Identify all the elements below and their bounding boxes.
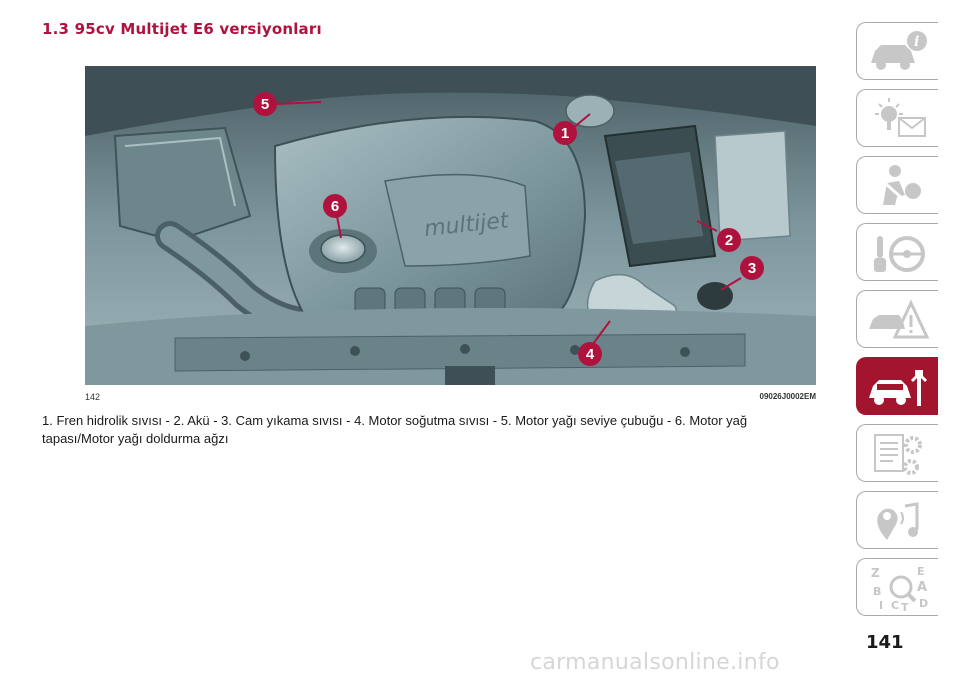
tab-car-info[interactable]: i bbox=[856, 22, 938, 80]
multimedia-icon bbox=[877, 502, 919, 540]
svg-text:T: T bbox=[901, 601, 909, 613]
car-info-icon: i bbox=[871, 31, 927, 70]
car-wrench-icon bbox=[869, 370, 927, 406]
svg-text:2: 2 bbox=[725, 232, 733, 249]
callout-marker-1: 1 bbox=[553, 113, 591, 145]
section-title: 1.3 95cv Multijet E6 versiyonları bbox=[42, 20, 322, 38]
figure-caption: 1. Fren hidrolik sıvısı - 2. Akü - 3. Ca… bbox=[42, 413, 748, 446]
road-warning-icon bbox=[869, 299, 930, 339]
svg-text:4: 4 bbox=[586, 346, 595, 363]
svg-text:1: 1 bbox=[561, 125, 569, 142]
svg-text:I: I bbox=[879, 599, 883, 612]
airbag-seatbelt-icon bbox=[883, 165, 921, 205]
figure-number: 142 bbox=[85, 392, 101, 402]
svg-text:6: 6 bbox=[331, 198, 339, 215]
key-steering-wheel-icon bbox=[874, 236, 925, 272]
svg-text:3: 3 bbox=[748, 260, 756, 277]
watermark: carmanualsonline.info bbox=[530, 650, 780, 675]
tab-road-warning[interactable] bbox=[856, 290, 938, 348]
tab-key-steering[interactable] bbox=[856, 223, 938, 281]
tab-maintenance[interactable] bbox=[856, 357, 938, 415]
svg-text:D: D bbox=[919, 597, 928, 610]
tab-airbag-seatbelt[interactable] bbox=[856, 156, 938, 214]
callout-marker-4: 4 bbox=[578, 320, 611, 366]
warning-lights-icon bbox=[875, 98, 926, 137]
svg-text:Z: Z bbox=[871, 566, 880, 580]
callout-marker-2: 2 bbox=[696, 220, 741, 252]
svg-text:i: i bbox=[914, 34, 919, 50]
svg-text:C: C bbox=[891, 599, 899, 612]
callout-marker-3: 3 bbox=[720, 256, 764, 291]
specs-gear-icon bbox=[874, 434, 922, 475]
tab-specs[interactable] bbox=[856, 424, 938, 482]
callout-marker-5: 5 bbox=[253, 92, 322, 116]
tab-warning-lights[interactable] bbox=[856, 89, 938, 147]
chapter-tabs: i bbox=[856, 22, 940, 625]
svg-text:5: 5 bbox=[261, 96, 269, 113]
figure-code: 09026J0002EM bbox=[759, 392, 817, 401]
tab-multimedia[interactable] bbox=[856, 491, 938, 549]
callout-marker-6: 6 bbox=[323, 194, 347, 239]
engine-bay-photo: multijet 5 bbox=[85, 66, 816, 385]
page-number: 141 bbox=[866, 632, 904, 653]
svg-text:B: B bbox=[873, 585, 881, 598]
svg-text:A: A bbox=[917, 580, 927, 595]
svg-text:E: E bbox=[917, 565, 925, 578]
